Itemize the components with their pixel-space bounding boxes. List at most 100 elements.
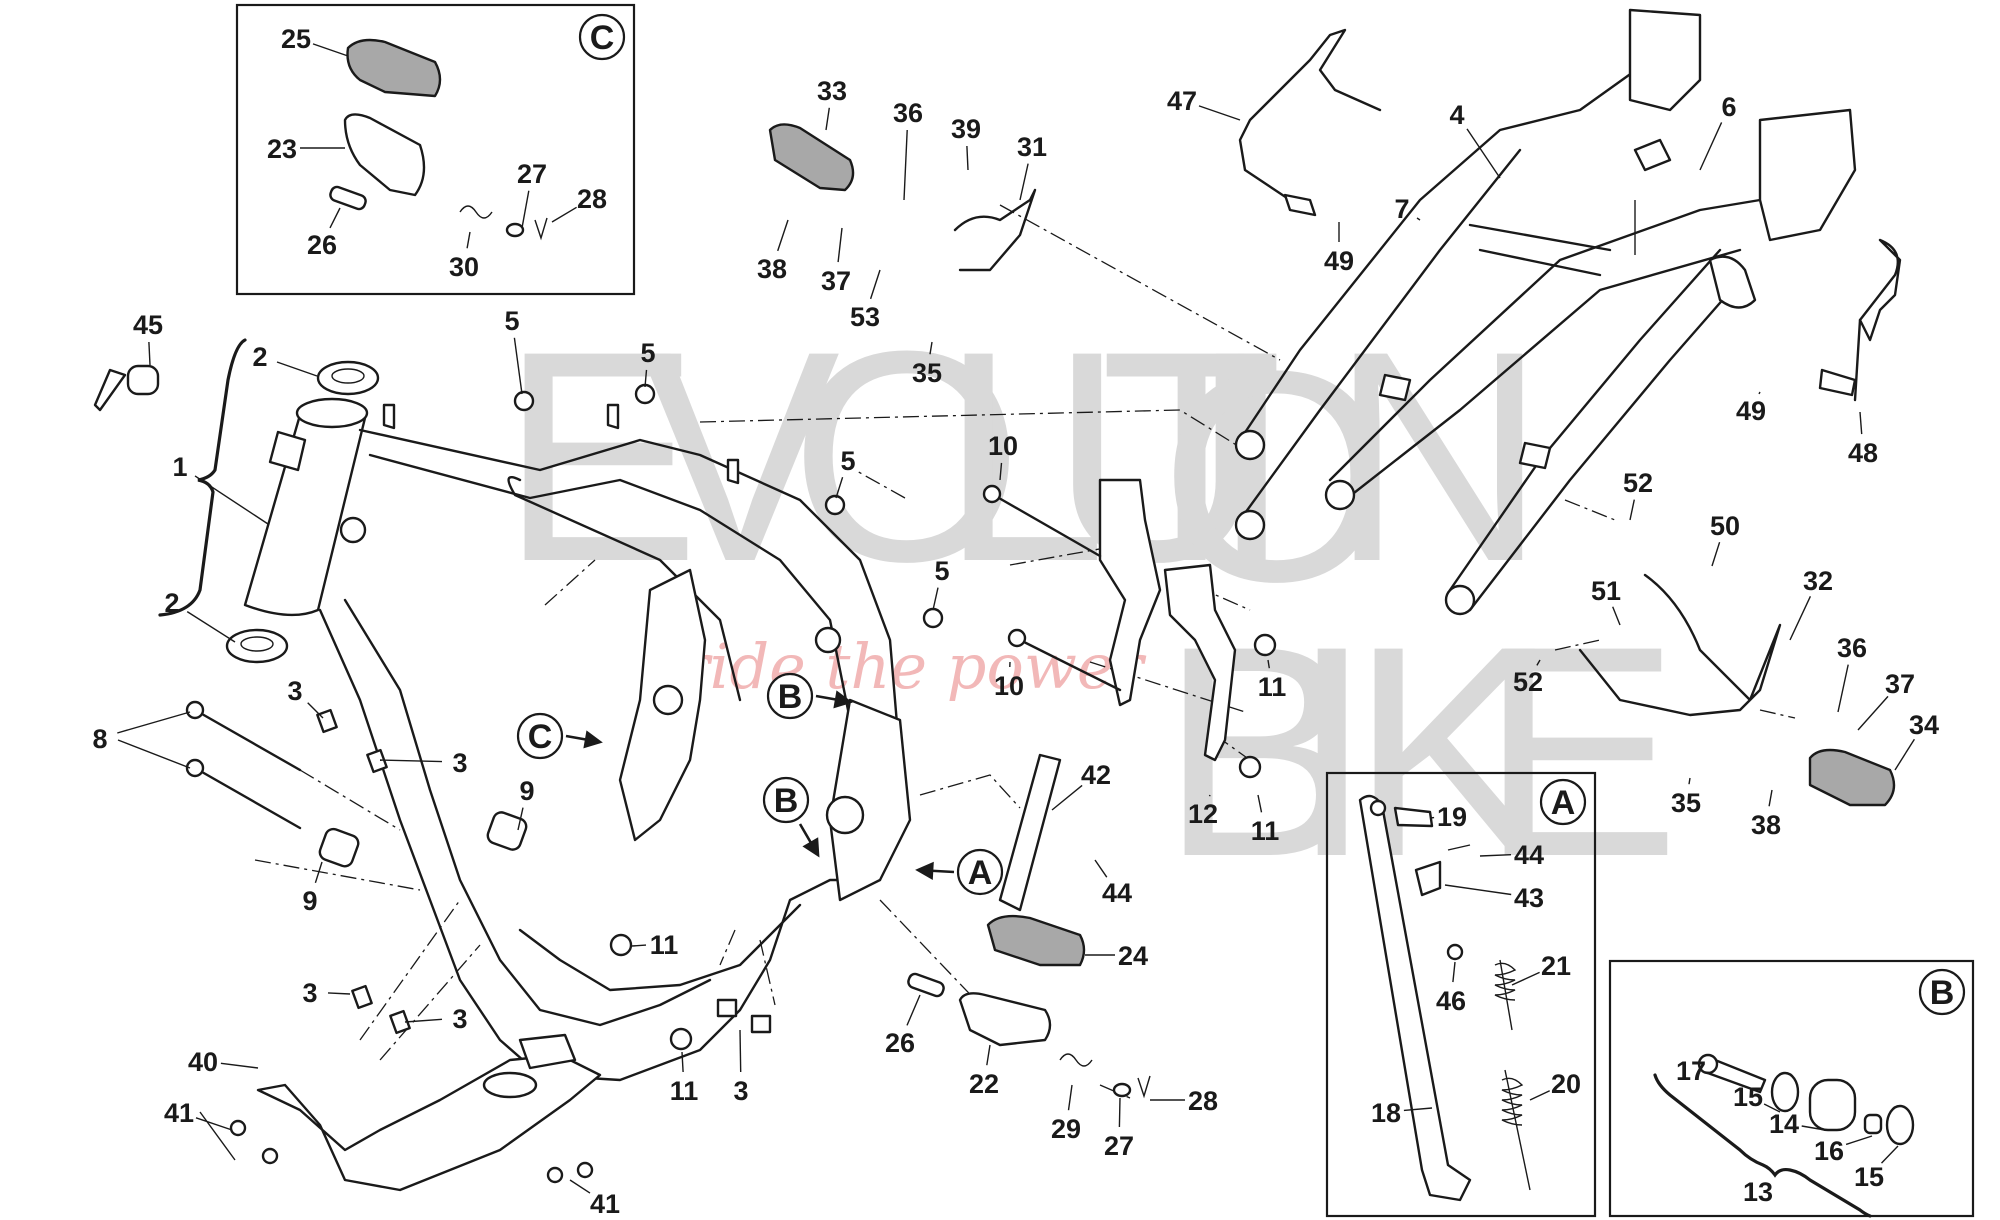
leader-line: [903, 129, 908, 201]
part-callout-52: 52: [1513, 667, 1543, 697]
arrow-head: [583, 730, 603, 749]
frame-post: [726, 458, 740, 485]
leader-line: [276, 361, 318, 377]
skid-plate-slot: [518, 1033, 577, 1070]
detail-badge-c: [578, 13, 626, 61]
leader-line: [1403, 1107, 1433, 1112]
part-callout-51: 51: [1591, 576, 1621, 606]
leader-line: [1857, 695, 1889, 731]
spring: [459, 205, 493, 219]
passenger-peg-rubber: [768, 123, 855, 192]
watermark-letter: O: [790, 288, 1023, 624]
leader-line: [999, 462, 1003, 481]
subframe-mount-plate: [1758, 108, 1857, 242]
leader-line: [835, 476, 844, 499]
reference-letter: B: [778, 678, 803, 716]
part-callout-1: 1: [172, 452, 187, 482]
detail-frame-c: [235, 3, 636, 296]
part-callout-49: 49: [1324, 246, 1354, 276]
stand-bolt: [1393, 806, 1434, 828]
part-callout-52: 52: [1623, 468, 1653, 498]
stand-stop-pad: [1414, 860, 1442, 897]
watermark-letter: U: [1050, 288, 1267, 624]
leader-line: [644, 369, 648, 388]
part-callout-34: 34: [1909, 710, 1939, 740]
part-callout-41: 41: [164, 1098, 194, 1128]
nut: [669, 1027, 693, 1051]
part-callout-18: 18: [1371, 1098, 1401, 1128]
detail-label-b: B: [1930, 974, 1955, 1012]
subframe-crossmember: [1468, 223, 1612, 277]
leader-line: [1051, 784, 1083, 811]
leader-line: [1629, 499, 1635, 521]
frame-post: [382, 403, 396, 430]
frame-boss: [339, 516, 367, 544]
assembly-line: [699, 409, 1239, 447]
leader-line: [966, 145, 969, 171]
cotter-pin: [1137, 1075, 1151, 1099]
assembly-line: [719, 929, 736, 966]
detail-box-b: B: [1608, 959, 1975, 1218]
part-callout-50: 50: [1710, 511, 1740, 541]
bolt-head: [922, 607, 944, 629]
grab-handle-right-leg: [1853, 318, 1862, 402]
reference-badge: [766, 672, 814, 720]
part-callout-5: 5: [504, 306, 519, 336]
leader-line: [837, 227, 843, 263]
part-callout-4: 4: [1449, 100, 1464, 130]
watermark-letter: I: [1290, 583, 1373, 919]
nut: [609, 933, 633, 957]
part-callout-43: 43: [1514, 883, 1544, 913]
brace-pivot-kit: [1653, 1073, 1872, 1218]
part-callout-3: 3: [302, 978, 317, 1008]
engine-bolt: [1008, 633, 1122, 692]
frame-cradle: [518, 903, 802, 992]
part-callout-38: 38: [1751, 810, 1781, 840]
part-callout-11: 11: [1251, 816, 1280, 846]
assembly-line: [1089, 661, 1246, 713]
leader-line: [1758, 391, 1761, 395]
assembly-line: [544, 559, 596, 606]
part-callout-11: 11: [650, 930, 679, 960]
detail-box-a: A: [1325, 771, 1597, 1218]
part-callout-36: 36: [893, 98, 923, 128]
reference-badge: [956, 848, 1004, 896]
part-callout-11: 11: [1258, 672, 1287, 702]
part-callout-23: 23: [267, 134, 297, 164]
leader-line: [1801, 1125, 1826, 1131]
leader-line: [521, 190, 530, 229]
leader-line: [1859, 411, 1863, 435]
rear-subframe: [1234, 8, 1857, 616]
leader-line: [1094, 859, 1108, 878]
subframe-lower-strut: [1448, 248, 1722, 592]
assembly-line: [759, 939, 776, 1006]
part-callout-46: 46: [1436, 986, 1466, 1016]
subframe-tab: [1518, 441, 1552, 470]
arrow-head: [802, 837, 820, 858]
steering-lock: [126, 364, 160, 396]
subframe-upper-right: [1328, 198, 1762, 482]
nut: [1238, 755, 1262, 779]
clip-nut: [351, 984, 373, 1010]
subframe-lug: [1234, 509, 1266, 541]
assembly-line: [299, 769, 401, 831]
passenger-peg-bracket: [953, 188, 1037, 272]
skid-plate-hole: [482, 1071, 538, 1099]
subframe-upper-left-inner: [1238, 148, 1522, 522]
bolt-head: [185, 758, 205, 778]
clip-nut: [716, 998, 738, 1018]
spring: [1059, 1053, 1093, 1067]
reference-badge: [762, 776, 810, 824]
steering-bearing-top: [316, 360, 380, 396]
part-callout-42: 42: [1081, 760, 1111, 790]
part-callout-6: 6: [1721, 92, 1736, 122]
bolt-head: [634, 383, 656, 405]
detail-label-c: C: [590, 19, 615, 57]
subframe-lug: [1234, 429, 1266, 461]
part-callout-36: 36: [1837, 633, 1867, 663]
part-callout-35: 35: [1671, 788, 1701, 818]
watermark-tagline: ride the power: [680, 630, 1147, 703]
leader-line: [186, 611, 236, 643]
subframe-lower-strut-inner: [1468, 278, 1742, 612]
